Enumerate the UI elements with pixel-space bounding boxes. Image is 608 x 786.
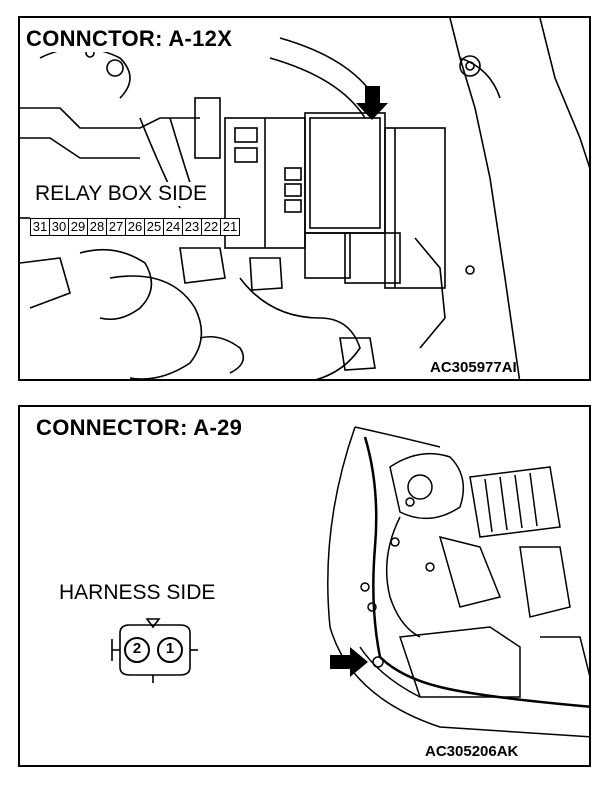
connector-a12x-panel: CONNCTOR: A-12X RELAY BOX SIDE 31 30 29 … [18, 16, 591, 381]
figure-code: AC305977AI [430, 359, 517, 376]
location-arrow [330, 647, 368, 677]
pin-label: 21 [222, 219, 238, 234]
pin-label: 30 [50, 219, 69, 235]
pin-label: 29 [69, 219, 88, 235]
engine-bay-front-illustration [111, 426, 589, 738]
pin-label: 25 [145, 219, 164, 235]
pin-label: 31 [31, 219, 50, 235]
figure-code: AC305206AK [425, 743, 519, 760]
pin-label: 27 [107, 219, 126, 235]
harness-connector-2pin [111, 618, 198, 683]
pin-label: 28 [88, 219, 107, 235]
pin-label: 22 [202, 219, 221, 235]
connector-pin-strip: 31 30 29 28 27 26 25 24 23 22 21 [30, 218, 240, 236]
pin-label: 24 [164, 219, 183, 235]
pin-label: 26 [126, 219, 145, 235]
location-arrow [356, 86, 388, 120]
engine-bay-relay-box-illustration [20, 18, 589, 379]
pin-label: 23 [183, 219, 202, 235]
connector-title: CONNCTOR: A-12X [22, 26, 237, 52]
side-label: RELAY BOX SIDE [32, 182, 210, 206]
pin-label: 1 [165, 640, 175, 657]
pin-label: 2 [132, 640, 142, 657]
connector-title: CONNECTOR: A-29 [32, 415, 247, 441]
connector-a29-panel: CONNECTOR: A-29 HARNESS SIDE 2 1 AC30520… [18, 405, 591, 767]
side-label: HARNESS SIDE [56, 581, 219, 605]
